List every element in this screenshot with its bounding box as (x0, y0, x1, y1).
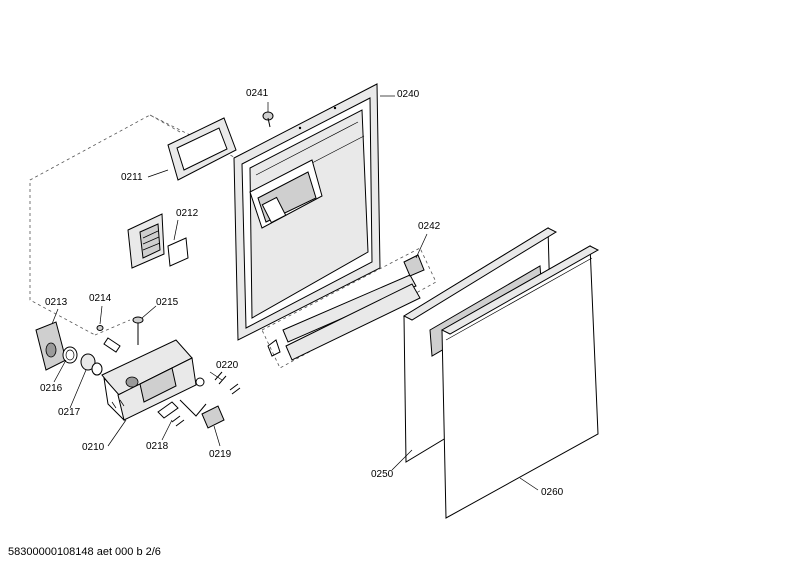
part-0218-0220-springs (157, 371, 241, 427)
label-0214: 0214 (89, 293, 112, 304)
leader-lines (51, 95, 539, 491)
part-0216-0217-rings (62, 346, 103, 376)
label-0242: 0242 (418, 221, 441, 232)
label-0218: 0218 (146, 441, 169, 452)
label-0211: 0211 (121, 172, 143, 183)
part-0213-handle (35, 321, 67, 371)
document-reference-footer: 58300000108148 aet 000 b 2/6 (8, 546, 161, 558)
label-0220: 0220 (216, 360, 239, 371)
label-0217: 0217 (58, 407, 81, 418)
part-0214-0215-fasteners (96, 316, 144, 353)
part-0219-switch (201, 405, 225, 429)
part-0240-inner-door (233, 83, 381, 341)
part-0212-cover (127, 213, 189, 269)
part-0242-lower-rail (261, 247, 437, 369)
label-0215: 0215 (156, 297, 179, 308)
part-0211-seal-frame (167, 117, 237, 181)
label-0213: 0213 (45, 297, 68, 308)
part-0210-dispenser-housing (101, 339, 197, 422)
label-0219: 0219 (209, 449, 232, 460)
label-0210: 0210 (82, 442, 105, 453)
part-0241-screw (262, 111, 274, 128)
label-0250: 0250 (371, 469, 394, 480)
label-0241: 0241 (246, 88, 269, 99)
label-0212: 0212 (176, 208, 199, 219)
part-0260-outer-door (440, 245, 600, 519)
label-0216: 0216 (40, 383, 63, 394)
label-0240: 0240 (397, 89, 420, 100)
label-0260: 0260 (541, 487, 564, 498)
